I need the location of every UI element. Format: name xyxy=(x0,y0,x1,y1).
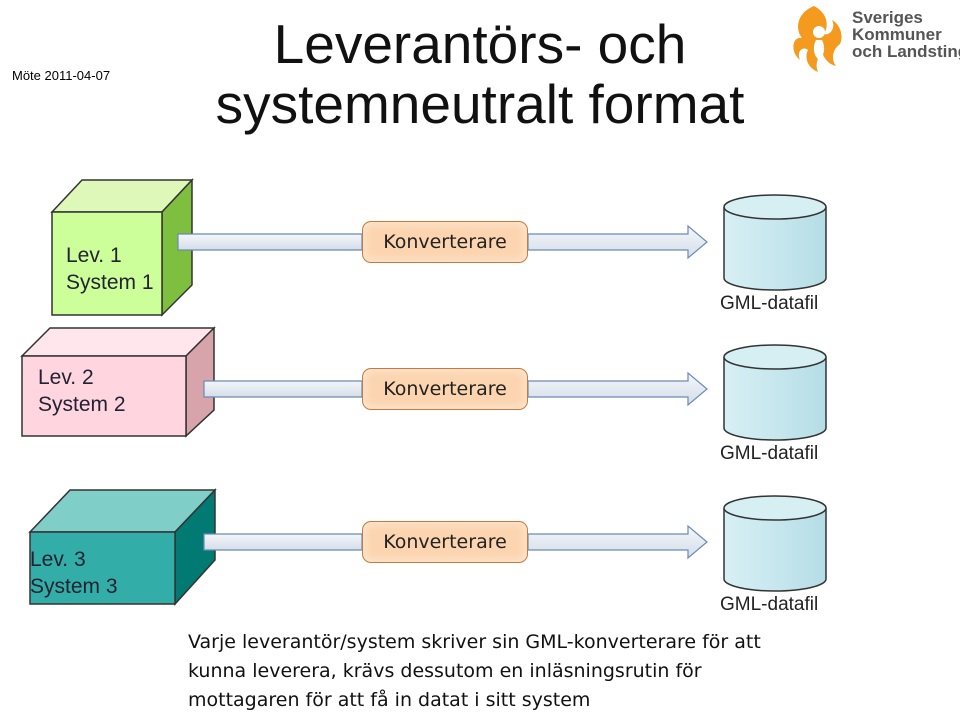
converter-box-2: Konverterare xyxy=(362,368,528,410)
logo-line-3: och Landsting xyxy=(852,42,960,61)
converter-box-3: Konverterare xyxy=(362,521,528,563)
gml-datafile-label-2: GML-datafil xyxy=(720,443,819,464)
note-line-2: kunna leverera, krävs dessutom en inläsn… xyxy=(188,660,702,682)
supplier-box-1 xyxy=(50,178,194,317)
gml-datafile-label-3: GML-datafil xyxy=(720,594,819,615)
note-line-3: mottagaren för att få in datat i sitt sy… xyxy=(188,689,591,711)
skl-flame-logo-icon xyxy=(793,6,842,72)
supplier-name: Lev. 2 xyxy=(38,366,94,389)
supplier-label-2: Lev. 2 System 2 xyxy=(38,364,126,418)
system-name: System 3 xyxy=(30,575,118,598)
supplier-name: Lev. 1 xyxy=(66,244,122,267)
gml-datafile-cylinder-3 xyxy=(723,495,827,592)
gml-datafile-label-1: GML-datafil xyxy=(720,293,819,314)
logo-line-1: Sveriges xyxy=(852,8,923,27)
gml-datafile-cylinder-1 xyxy=(723,194,827,291)
title-line-2: systemneutralt format xyxy=(215,73,745,135)
organization-logo-text: Sveriges Kommuner och Landsting xyxy=(852,9,960,60)
system-name: System 2 xyxy=(38,393,126,416)
explanation-note: Varje leverantör/system skriver sin GML-… xyxy=(188,628,888,715)
supplier-box-3 xyxy=(28,488,217,606)
page-title: Leverantörs- och systemneutralt format xyxy=(190,14,770,134)
gml-datafile-cylinder-2 xyxy=(723,344,827,441)
arrow-row-2 xyxy=(203,371,708,407)
supplier-label-3: Lev. 3 System 3 xyxy=(30,546,118,600)
system-name: System 1 xyxy=(66,271,154,294)
meeting-date: Möte 2011-04-07 xyxy=(12,68,111,83)
converter-box-1: Konverterare xyxy=(362,221,528,263)
note-line-1: Varje leverantör/system skriver sin GML-… xyxy=(188,631,761,653)
arrow-row-1 xyxy=(177,224,708,260)
supplier-name: Lev. 3 xyxy=(30,548,86,571)
logo-line-2: Kommuner xyxy=(852,25,942,44)
arrow-row-3 xyxy=(203,524,708,560)
supplier-label-1: Lev. 1 System 1 xyxy=(66,242,154,296)
title-line-1: Leverantörs- och xyxy=(273,13,687,75)
supplier-box-2 xyxy=(20,326,216,438)
